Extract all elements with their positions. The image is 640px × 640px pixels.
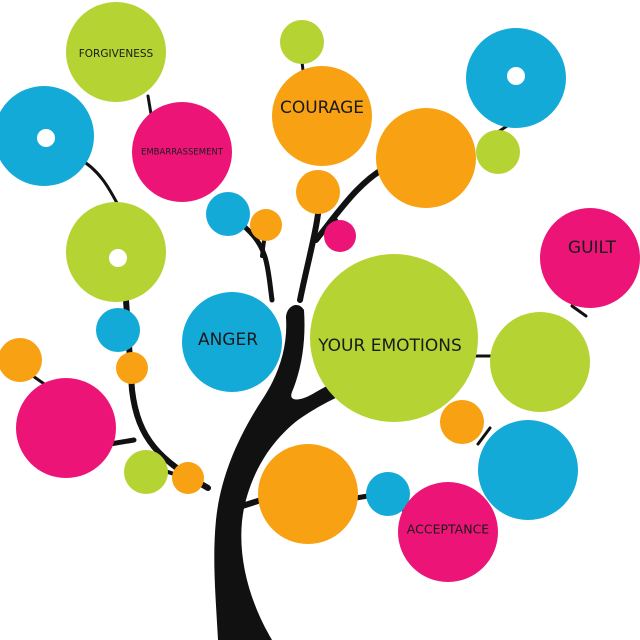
label-embarrassement: EMBARRASSEMENT — [141, 148, 224, 158]
circle-acceptance — [398, 482, 498, 582]
circle-forgiveness — [66, 2, 166, 102]
twig-blue-right — [476, 426, 492, 446]
circle-courage-small-orange — [296, 170, 340, 214]
hole-left-blue — [37, 129, 55, 147]
circle-courage — [272, 66, 372, 166]
circle-right-big-blue — [478, 420, 578, 520]
hole-left-green — [109, 249, 127, 267]
circle-small-pink — [324, 220, 356, 252]
circle-left-small-orange — [116, 352, 148, 384]
circle-right-small-green — [476, 130, 520, 174]
circle-right-orange — [376, 108, 476, 208]
circle-your-emotions — [310, 254, 478, 422]
circle-embarrassement — [132, 102, 232, 202]
label-anger: ANGER — [198, 330, 258, 350]
circle-bottom-small-green — [124, 450, 168, 494]
circle-top-small-green — [280, 20, 324, 64]
circle-right-big-green — [490, 312, 590, 412]
circle-bottom-small-orange — [172, 462, 204, 494]
circle-left-edge-orange — [0, 338, 42, 382]
circle-left-small-blue — [96, 308, 140, 352]
circle-small-blue-mid — [206, 192, 250, 236]
circle-guilt — [540, 208, 640, 308]
label-courage: COURAGE — [280, 98, 364, 118]
circle-small-orange-mid — [250, 209, 282, 241]
circle-left-big-pink — [16, 378, 116, 478]
circle-bottom-orange — [258, 444, 358, 544]
label-forgiveness: FORGIVENESS — [79, 48, 154, 60]
twig-guilt — [570, 304, 588, 318]
hole-top-right — [507, 67, 525, 85]
circle-bottom-small-blue — [366, 472, 410, 516]
label-guilt: GUILT — [568, 238, 617, 258]
circle-anger — [182, 292, 282, 392]
circle-right-small-orange — [440, 400, 484, 444]
label-your-emotions: YOUR EMOTIONS — [317, 336, 462, 356]
label-acceptance: ACCEPTANCE — [407, 522, 490, 537]
